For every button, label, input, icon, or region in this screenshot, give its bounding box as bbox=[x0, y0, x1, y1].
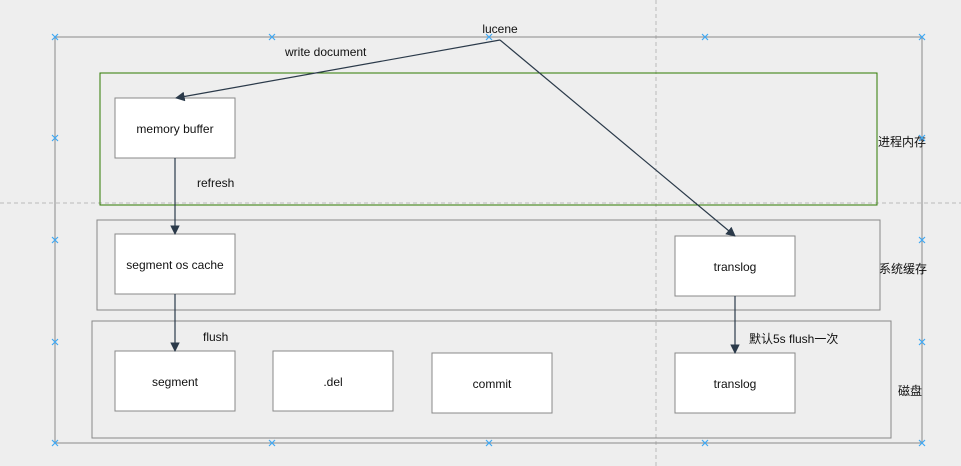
del-label: .del bbox=[323, 375, 342, 389]
segment-os-cache-node[interactable]: segment os cache bbox=[114, 233, 236, 295]
process-memory-layer[interactable] bbox=[99, 72, 878, 206]
disk-label[interactable]: 磁盘 bbox=[898, 383, 922, 398]
system-cache-label[interactable]: 系统缓存 bbox=[879, 262, 927, 276]
translog-disk-label: translog bbox=[714, 377, 757, 391]
write-document-arrow[interactable] bbox=[175, 39, 501, 102]
translog-cache-node[interactable]: translog bbox=[674, 235, 796, 297]
translog-disk-node[interactable]: translog bbox=[674, 352, 796, 414]
segment-os-cache-label: segment os cache bbox=[126, 258, 224, 272]
lucene-to-translog-arrow[interactable] bbox=[499, 39, 736, 237]
selection-handles[interactable] bbox=[51, 33, 926, 447]
translog-cache-label: translog bbox=[714, 260, 757, 274]
system-cache-layer[interactable] bbox=[96, 219, 881, 311]
process-memory-label[interactable]: 进程内存 bbox=[878, 134, 926, 149]
memory-buffer-label: memory buffer bbox=[136, 122, 213, 136]
translog-flush-label[interactable]: 默认5s flush一次 bbox=[749, 331, 838, 346]
write-document-label[interactable]: write document bbox=[284, 45, 367, 59]
refresh-label[interactable]: refresh bbox=[197, 176, 234, 190]
del-node[interactable]: .del bbox=[272, 350, 394, 412]
commit-node[interactable]: commit bbox=[431, 352, 553, 414]
commit-label: commit bbox=[473, 377, 512, 391]
memory-buffer-node[interactable]: memory buffer bbox=[114, 97, 236, 159]
segment-label: segment bbox=[152, 375, 199, 389]
disk-layer[interactable] bbox=[91, 320, 892, 439]
lucene-label[interactable]: lucene bbox=[482, 22, 518, 36]
segment-node[interactable]: segment bbox=[114, 350, 236, 412]
flush-label[interactable]: flush bbox=[203, 330, 228, 344]
